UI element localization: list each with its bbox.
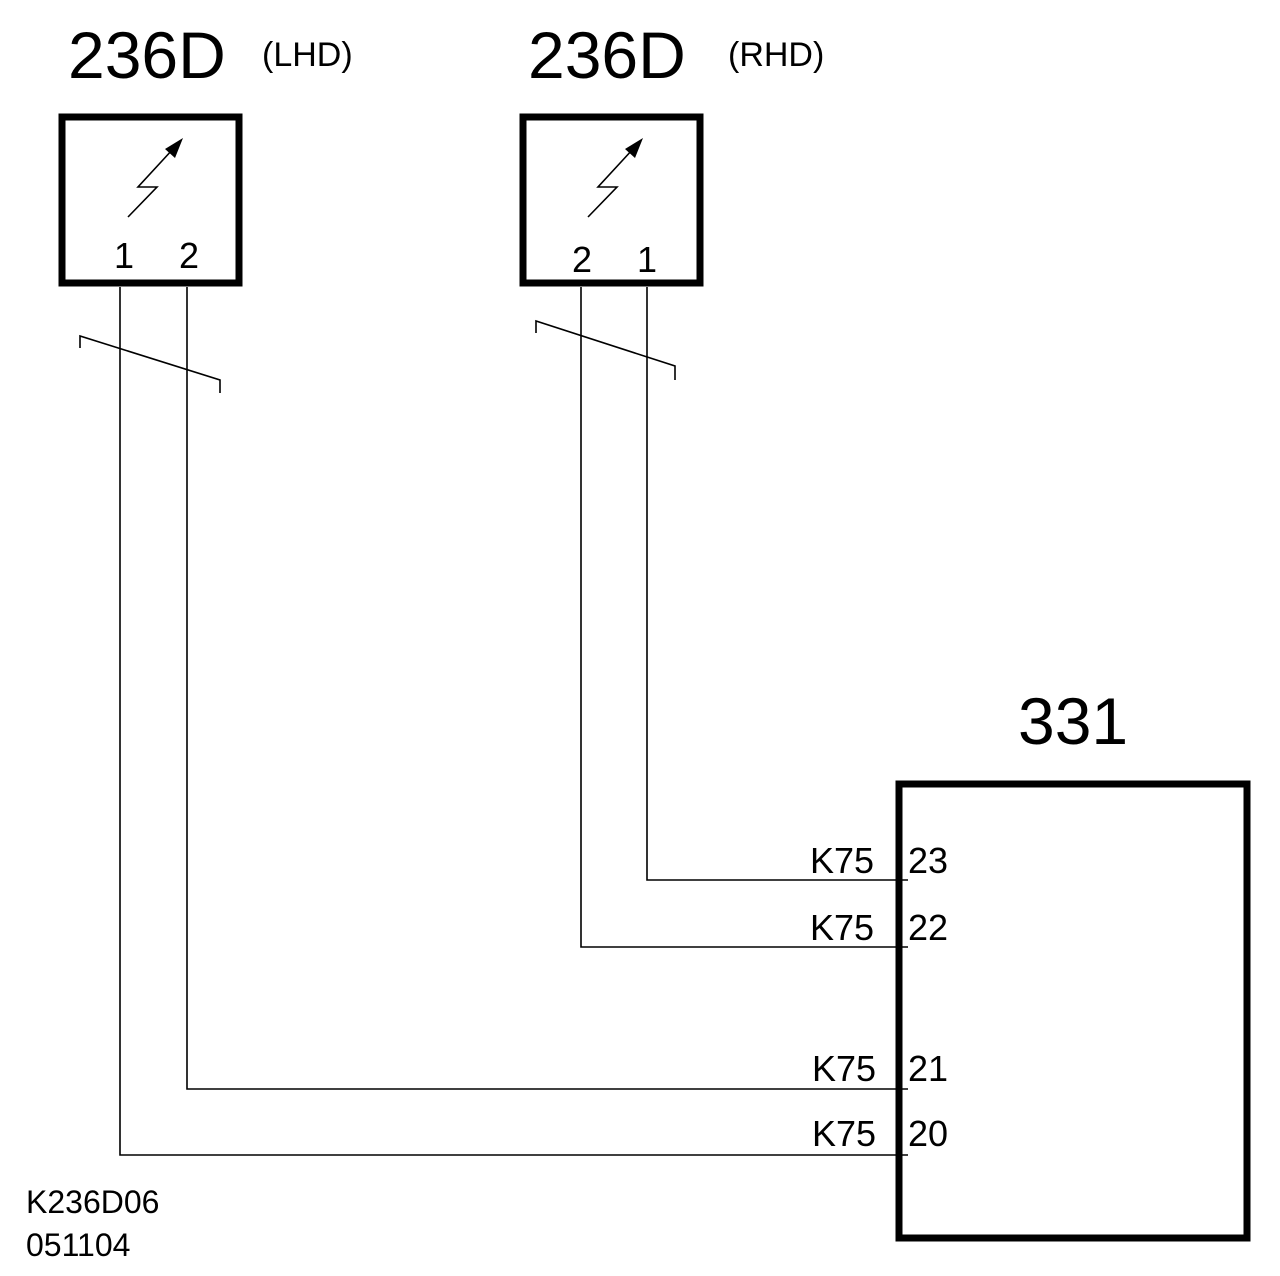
module-331: 331 xyxy=(895,684,1251,1242)
component-rhd-pin-1: 1 xyxy=(637,239,657,280)
diagram-code: K236D06 xyxy=(26,1184,159,1220)
component-lhd-pin-2: 2 xyxy=(179,235,199,276)
terminal-20: K75 20 xyxy=(812,1113,948,1154)
component-lhd-box xyxy=(58,113,243,287)
component-rhd-box xyxy=(519,113,704,287)
antenna-icon xyxy=(127,138,183,218)
terminal-pin: 22 xyxy=(908,907,948,948)
module-box xyxy=(895,780,1251,1242)
component-236d-lhd: 236D (LHD) 1 2 xyxy=(58,18,353,287)
component-rhd-variant: (RHD) xyxy=(728,36,824,74)
component-rhd-id: 236D xyxy=(528,18,686,92)
wire-lhd-pin2-to-21 xyxy=(186,287,908,1090)
terminal-pin: 20 xyxy=(908,1113,948,1154)
terminal-pin: 21 xyxy=(908,1048,948,1089)
module-id: 331 xyxy=(1018,684,1128,758)
component-236d-rhd: 236D (RHD) 2 1 xyxy=(519,18,824,287)
terminal-connector: K75 xyxy=(812,1048,876,1089)
antenna-icon xyxy=(587,138,643,218)
wire-lhd-pin1-to-20 xyxy=(119,287,908,1156)
twisted-pair-marker-rhd xyxy=(535,319,676,380)
component-lhd-id: 236D xyxy=(68,18,226,92)
terminal-pin: 23 xyxy=(908,840,948,881)
component-lhd-variant: (LHD) xyxy=(262,36,353,74)
wire-rhd-pin2-to-22 xyxy=(580,287,908,948)
terminal-connector: K75 xyxy=(812,1113,876,1154)
terminal-21: K75 21 xyxy=(812,1048,948,1089)
component-lhd-pin-1: 1 xyxy=(114,235,134,276)
wire-rhd-pin1-to-23 xyxy=(646,287,908,881)
terminal-22: K75 22 xyxy=(810,907,948,948)
terminal-23: K75 23 xyxy=(810,840,948,881)
diagram-date: 051104 xyxy=(26,1227,130,1263)
terminal-connector: K75 xyxy=(810,840,874,881)
terminal-connector: K75 xyxy=(810,907,874,948)
component-rhd-pin-2: 2 xyxy=(572,239,592,280)
twisted-pair-marker-lhd xyxy=(79,334,221,393)
